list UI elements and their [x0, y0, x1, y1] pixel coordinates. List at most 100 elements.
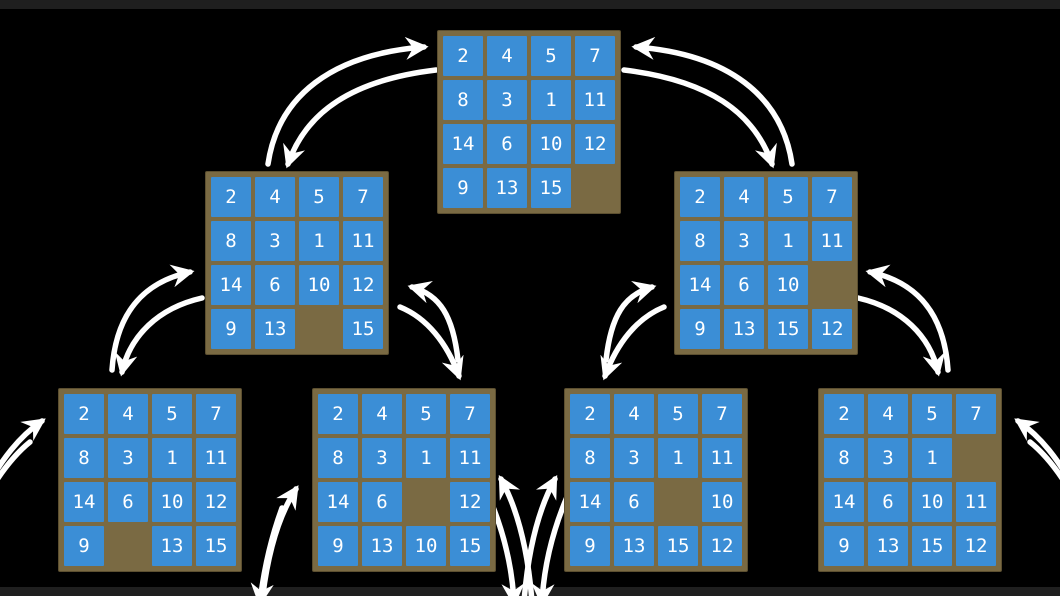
tile-8: 8: [211, 221, 251, 261]
tile-12: 12: [956, 526, 996, 566]
arrow-leaf4-to-right-child: [865, 264, 951, 373]
tile-11: 11: [702, 438, 742, 478]
arrow-offscreen-to-leaf2: [259, 485, 299, 596]
tile-10: 10: [406, 526, 446, 566]
tile-13: 13: [724, 309, 764, 349]
tile-15: 15: [912, 526, 952, 566]
arrow-root-to-right-child: [621, 67, 777, 169]
tile-14: 14: [211, 265, 251, 305]
tile-3: 3: [724, 221, 764, 261]
tile-10: 10: [152, 482, 192, 522]
empty-cell: [812, 265, 852, 305]
tile-4: 4: [868, 394, 908, 434]
arrow-root-to-left-child: [283, 67, 439, 169]
arrow-leaf3-to-right-child: [603, 280, 657, 363]
tile-9: 9: [64, 526, 104, 566]
tile-8: 8: [680, 221, 720, 261]
tile-7: 7: [956, 394, 996, 434]
tile-14: 14: [824, 482, 864, 522]
arrow-left-child-to-leaf2: [397, 304, 464, 381]
tile-7: 7: [450, 394, 490, 434]
tile-15: 15: [531, 168, 571, 208]
tile-1: 1: [406, 438, 446, 478]
tile-5: 5: [299, 177, 339, 217]
tile-7: 7: [702, 394, 742, 434]
tile-13: 13: [614, 526, 654, 566]
tile-3: 3: [108, 438, 148, 478]
tile-8: 8: [443, 80, 483, 120]
tile-10: 10: [912, 482, 952, 522]
tile-4: 4: [362, 394, 402, 434]
tile-8: 8: [318, 438, 358, 478]
empty-cell: [956, 438, 996, 478]
tile-3: 3: [362, 438, 402, 478]
arrow-left-child-to-root: [265, 36, 429, 167]
tile-9: 9: [318, 526, 358, 566]
tile-1: 1: [531, 80, 571, 120]
tile-6: 6: [362, 482, 402, 522]
tile-3: 3: [255, 221, 295, 261]
tile-4: 4: [724, 177, 764, 217]
tile-13: 13: [152, 526, 192, 566]
tile-7: 7: [575, 36, 615, 76]
tile-6: 6: [724, 265, 764, 305]
tile-1: 1: [152, 438, 192, 478]
tile-5: 5: [912, 394, 952, 434]
tile-12: 12: [196, 482, 236, 522]
tile-2: 2: [318, 394, 358, 434]
tile-9: 9: [211, 309, 251, 349]
tile-9: 9: [443, 168, 483, 208]
arrow-offscreen-center-to-leaf3: [521, 474, 558, 596]
tile-4: 4: [255, 177, 295, 217]
tile-11: 11: [956, 482, 996, 522]
tile-11: 11: [450, 438, 490, 478]
arrow-leaf2-to-offscreen: [250, 505, 285, 596]
tile-9: 9: [570, 526, 610, 566]
empty-cell: [108, 526, 148, 566]
tile-11: 11: [812, 221, 852, 261]
tile-8: 8: [570, 438, 610, 478]
tile-1: 1: [658, 438, 698, 478]
tile-10: 10: [768, 265, 808, 305]
tile-7: 7: [343, 177, 383, 217]
tile-6: 6: [614, 482, 654, 522]
tile-8: 8: [64, 438, 104, 478]
arrow-leaf4-to-offscreen: [1027, 439, 1060, 480]
arrow-right-child-to-leaf3: [600, 304, 667, 381]
tile-2: 2: [570, 394, 610, 434]
tile-13: 13: [255, 309, 295, 349]
tile-10: 10: [531, 124, 571, 164]
tile-11: 11: [575, 80, 615, 120]
tile-14: 14: [64, 482, 104, 522]
arrow-offscreen-to-leaf1: [0, 418, 46, 471]
tile-15: 15: [343, 309, 383, 349]
tile-15: 15: [196, 526, 236, 566]
arrow-left-child-to-leaf1: [114, 295, 205, 377]
tile-2: 2: [64, 394, 104, 434]
tile-13: 13: [487, 168, 527, 208]
empty-cell: [658, 482, 698, 522]
frame-bar-bottom: [0, 587, 1060, 596]
tile-2: 2: [680, 177, 720, 217]
arrow-offscreen-center-to-leaf2: [498, 474, 535, 596]
tile-3: 3: [614, 438, 654, 478]
arrow-leaf1-to-left-child: [109, 264, 195, 373]
tile-13: 13: [362, 526, 402, 566]
arrow-right-child-to-root: [631, 36, 795, 167]
tile-6: 6: [108, 482, 148, 522]
tile-2: 2: [443, 36, 483, 76]
tile-14: 14: [570, 482, 610, 522]
tile-14: 14: [443, 124, 483, 164]
tile-8: 8: [824, 438, 864, 478]
tile-2: 2: [824, 394, 864, 434]
empty-cell: [299, 309, 339, 349]
tile-12: 12: [575, 124, 615, 164]
tile-6: 6: [255, 265, 295, 305]
tile-4: 4: [614, 394, 654, 434]
